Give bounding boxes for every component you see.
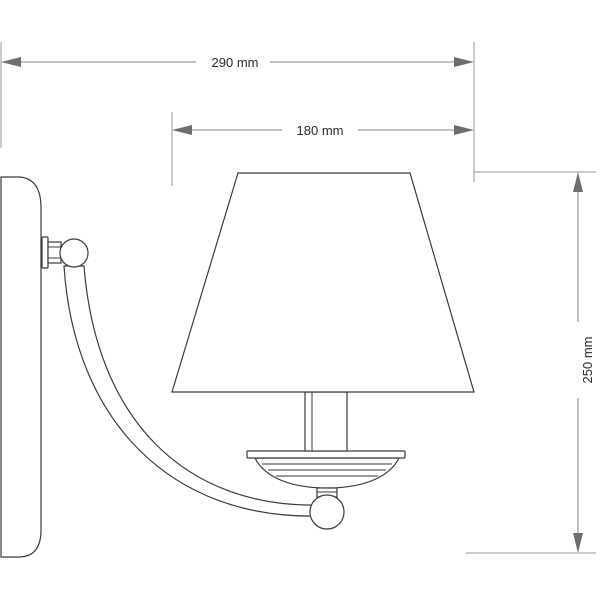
- mount-ball: [59, 238, 89, 268]
- height-dimension: 250 mm: [573, 172, 595, 553]
- shade-width-dimension: 180 mm: [172, 123, 474, 138]
- extension-lines: [0, 42, 596, 554]
- shade-width-label: 180 mm: [297, 123, 344, 138]
- wall-plate: [0, 176, 42, 558]
- height-label: 250 mm: [580, 337, 595, 384]
- arm-mount: [41, 236, 89, 269]
- bottom-ball: [309, 494, 345, 530]
- bobeche: [246, 450, 406, 530]
- lamp-shade: [171, 172, 475, 393]
- candle-tube: [304, 391, 348, 452]
- overall-width-dimension: 290 mm: [1, 55, 474, 70]
- overall-width-label: 290 mm: [212, 55, 259, 70]
